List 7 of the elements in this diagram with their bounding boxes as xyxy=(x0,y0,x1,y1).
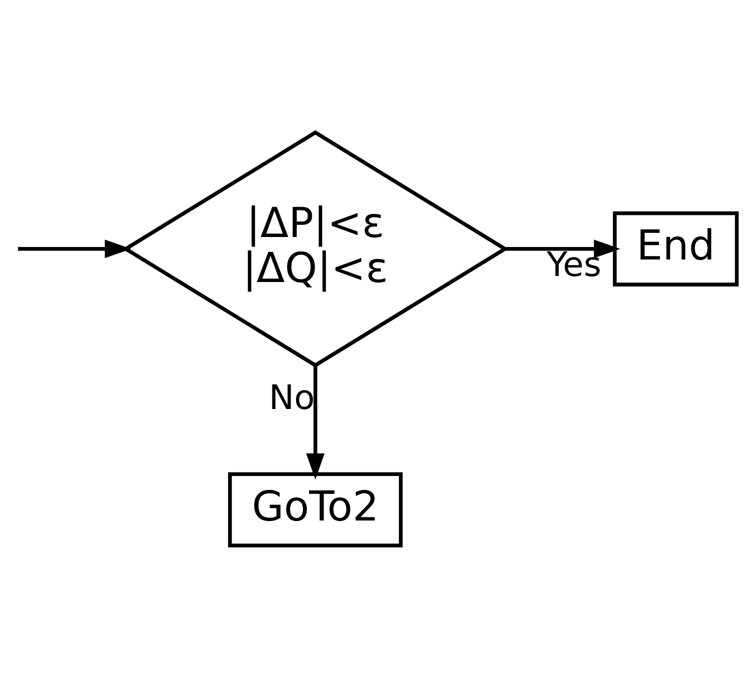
edge-label: No xyxy=(268,377,315,416)
node-box: End xyxy=(612,210,739,286)
arrow xyxy=(18,239,132,258)
arrow xyxy=(505,239,620,258)
arrow xyxy=(306,365,325,480)
node-box: GoTo2 xyxy=(228,472,403,547)
edge-label: Yes xyxy=(546,244,602,284)
